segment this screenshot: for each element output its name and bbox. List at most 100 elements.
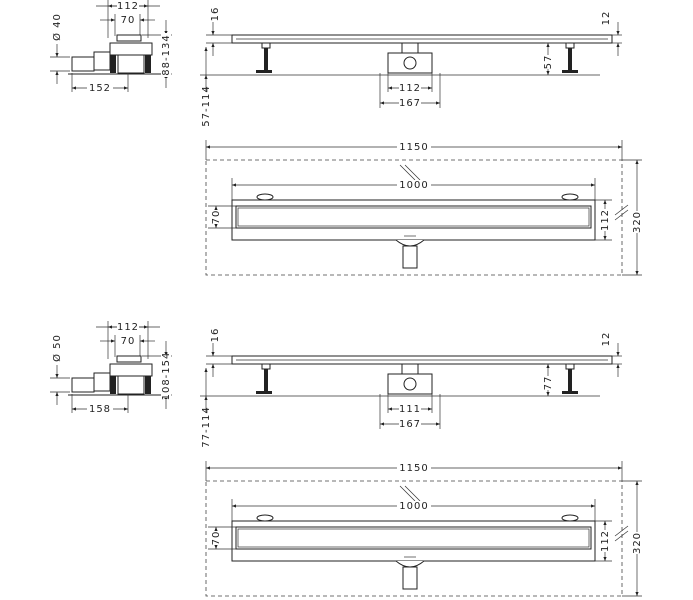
label-background: [399, 419, 421, 429]
dimension-leg-height-label: 57: [543, 55, 554, 70]
dimension-height-range-label: 88-134: [161, 34, 172, 75]
label-background: [632, 532, 642, 554]
label-background: [543, 376, 553, 390]
support-foot: [256, 391, 272, 394]
leg-bracket: [561, 193, 579, 201]
dimension-grate-width-label: 70: [211, 210, 222, 225]
dimension-length-label: 152: [89, 83, 111, 94]
overall-outline: [205, 159, 623, 276]
label-background: [87, 404, 113, 414]
dimension-edge-label: 12: [601, 332, 612, 347]
label-background: [397, 501, 431, 511]
dimension-pipe-diameter-label: Ø 50: [51, 334, 63, 362]
cover-plate: [116, 34, 142, 42]
label-background: [397, 180, 431, 190]
dimension-plate-thickness-label: 16: [210, 7, 221, 22]
label-background: [397, 463, 431, 473]
leg-bracket: [261, 42, 271, 49]
dimension-plate-thickness-label: 16: [210, 328, 221, 343]
dimension-channel-length-label: 1000: [399, 180, 428, 191]
dimension-grate-width-label: 70: [211, 531, 222, 546]
trap-body: [117, 375, 145, 395]
outlet-circle: [403, 377, 417, 391]
detail-section-view: 112 70 Ø 40 88-134 152: [50, 0, 172, 94]
drain-body: [395, 239, 425, 247]
drain-variant-1: 112 70 Ø 40 88-134 152 16 12 57 57-114 112 167 1150…: [50, 0, 643, 276]
break-mark: [399, 485, 416, 502]
label-background: [87, 83, 113, 93]
outlet-circle: [403, 56, 417, 70]
label-background: [632, 211, 642, 233]
label-background: [600, 209, 610, 231]
break-mark: [399, 164, 416, 181]
label-background: [399, 83, 421, 93]
dimension-channel-width-label: 112: [600, 530, 611, 552]
break-mark: [614, 209, 629, 221]
label-background: [161, 354, 171, 398]
leg-bracket: [561, 514, 579, 522]
dimension-width-inner-label: 70: [121, 15, 136, 26]
label-background: [161, 33, 171, 77]
label-background: [117, 1, 139, 11]
dimension-channel-width-label: 112: [600, 209, 611, 231]
label-background: [397, 142, 431, 152]
break-mark: [614, 204, 629, 216]
dimension-feet-spacing-label: 167: [399, 98, 421, 109]
drain-neck: [401, 42, 419, 54]
leg-bracket: [256, 193, 274, 201]
dimension-housing-width-label: 112: [399, 83, 421, 94]
dimension-feet-spacing-label: 167: [399, 419, 421, 430]
dimension-length-label: 158: [89, 404, 111, 415]
grate: [235, 205, 592, 229]
dimension-overall-width-label: 320: [632, 532, 643, 554]
dimension-width-outer-label: 112: [117, 1, 139, 12]
side-elevation: 16 12 57 57-114 112 167: [200, 7, 622, 127]
outlet-pipe: [402, 245, 418, 269]
outlet-elbow: [93, 372, 111, 392]
break-mark: [404, 485, 421, 502]
dimension-channel-length-label: 1000: [399, 501, 428, 512]
break-mark: [614, 530, 629, 542]
outlet-pipe: [71, 377, 95, 393]
support-leg: [264, 48, 268, 70]
dimension-width-inner-label: 70: [121, 336, 136, 347]
break-mark: [404, 164, 421, 181]
adjustable-foot: [110, 376, 116, 394]
support-leg: [568, 48, 572, 70]
trap-housing-top: [109, 363, 153, 377]
detail-section-view: 112 70 Ø 50 108-154 158: [50, 321, 172, 415]
dimension-edge-label: 12: [601, 11, 612, 26]
support-foot: [562, 391, 578, 394]
cover-plate: [116, 355, 142, 363]
label-background: [117, 322, 139, 332]
leg-bracket: [261, 363, 271, 370]
adjustable-foot: [145, 55, 151, 73]
grate-inner: [237, 528, 590, 548]
drain-body: [395, 560, 425, 568]
grate-inner: [237, 207, 590, 227]
dimension-housing-width-label: 111: [399, 404, 421, 415]
dimension-leg-height-label: 77: [543, 376, 554, 391]
label-background: [211, 531, 221, 545]
support-foot: [256, 70, 272, 73]
dimension-height-range-label: 108-154: [161, 352, 172, 401]
outlet-pipe: [402, 566, 418, 590]
label-background: [211, 210, 221, 224]
support-leg: [264, 369, 268, 391]
label-background: [600, 530, 610, 552]
trap-body: [117, 54, 145, 74]
dimension-overall-length-label: 1150: [399, 142, 428, 153]
adjustable-foot: [110, 55, 116, 73]
overall-outline: [205, 480, 623, 597]
dimension-pipe-diameter-label: Ø 40: [51, 13, 63, 41]
dimension-height-range-label: 57-114: [201, 85, 212, 126]
label-background: [543, 55, 553, 69]
break-mark: [614, 525, 629, 537]
leg-bracket: [565, 363, 575, 370]
dimension-width-outer-label: 112: [117, 322, 139, 333]
dimension-overall-width-label: 320: [632, 211, 643, 233]
leg-bracket: [256, 514, 274, 522]
